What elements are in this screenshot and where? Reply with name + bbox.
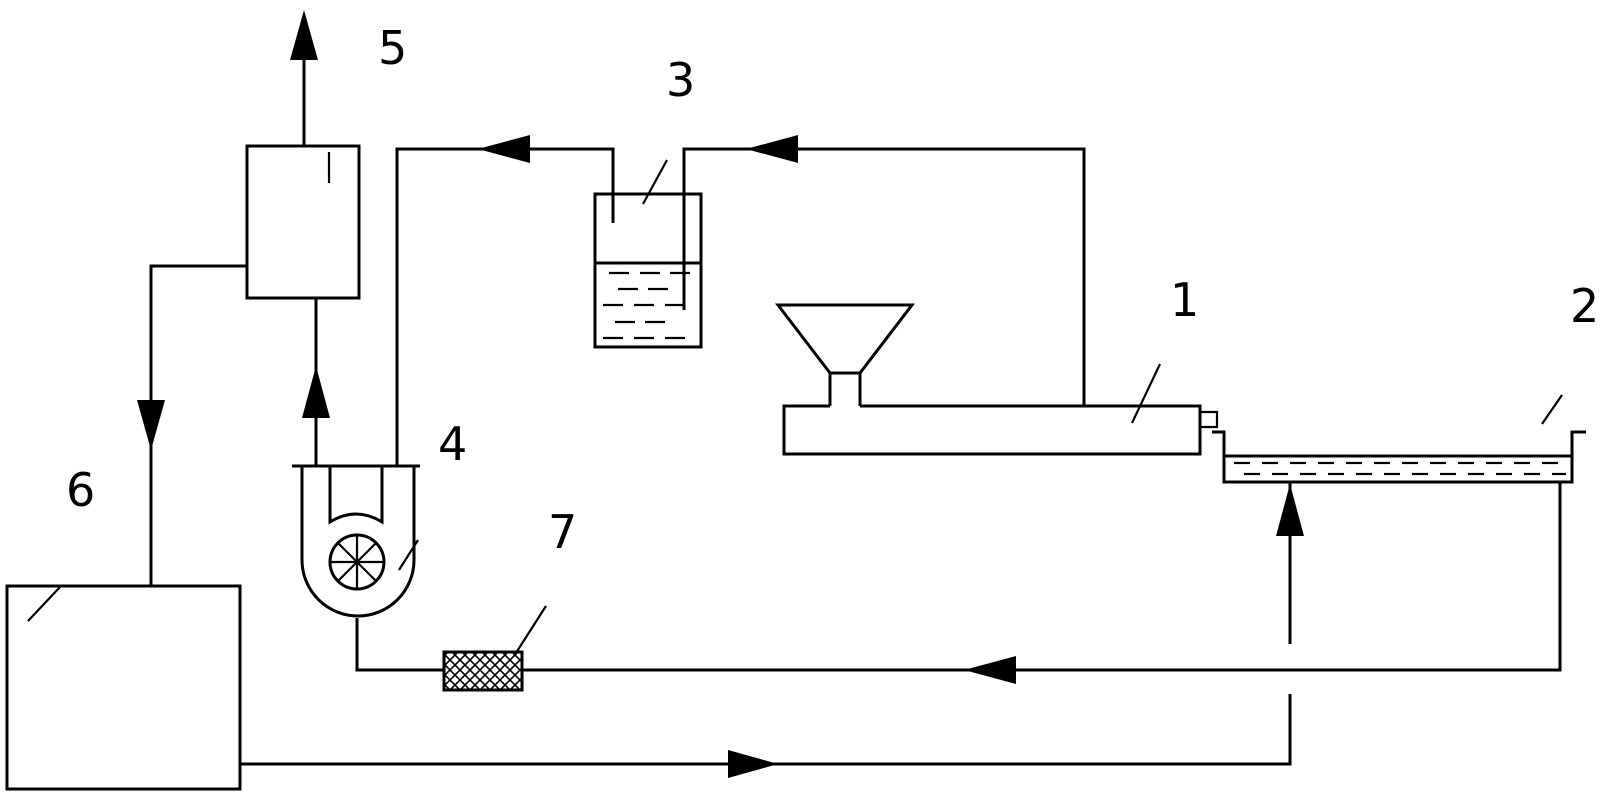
leader-line-6 [27,586,61,622]
pipe-4-to-7 [355,618,444,672]
unit-4-pump [292,464,420,618]
arrow-right-icon [728,750,778,778]
arrow-down-icon [137,400,165,450]
label-4: 4 [438,417,467,471]
arrow-left-icon [478,135,530,163]
arrow-up-exhaust-icon [290,10,318,60]
label-1: 1 [1170,273,1199,327]
pipe-2-to-7 [522,482,1562,672]
hopper [774,303,916,375]
arrow-left-icon-3 [964,656,1016,684]
leader-line-4 [398,539,419,571]
pipe-5-to-6 [149,264,247,586]
label-3: 3 [666,53,695,107]
arrow-up-icon-2 [1276,484,1304,536]
unit-1-extruder [774,303,1219,456]
leader-line-1 [1131,363,1161,424]
leader-line-7 [513,605,547,657]
arrow-up-icon [302,366,330,418]
label-7: 7 [548,505,577,559]
arrow-left-icon-2 [746,135,798,163]
leader-line-2 [1541,394,1563,425]
leader-line-3 [642,159,668,205]
unit-5-box [245,144,361,300]
unit-7-filter [442,605,547,692]
unit-6-box [5,584,242,791]
label-5: 5 [378,21,407,75]
pipe-3-to-4 [395,147,615,466]
unit-2-trough [1212,394,1586,484]
pipe-1-to-3 [682,147,1086,406]
label-2: 2 [1570,279,1599,333]
liquid-level [603,271,690,340]
label-6: 6 [66,463,95,517]
trough-water [1234,461,1566,476]
pipe-6-return [240,694,1292,766]
